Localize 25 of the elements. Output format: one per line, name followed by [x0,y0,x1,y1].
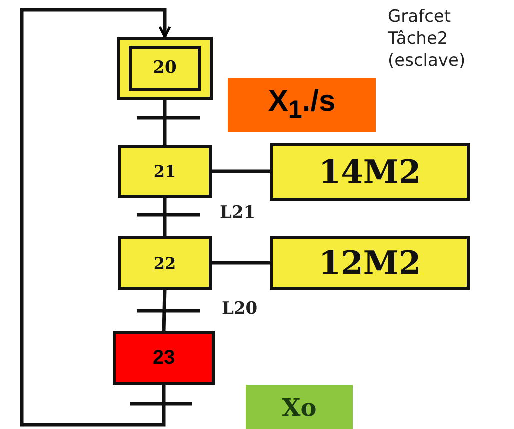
transition-label: L21 [220,203,256,223]
connector [212,170,270,174]
step-label: 20 [153,58,177,78]
step-label: 21 [154,162,176,181]
connector [20,8,172,427]
action-box [270,143,470,201]
title: Grafcet Tâche2 (esclave) [388,6,467,72]
step-box [118,236,212,290]
step-label: 12M2 [318,244,422,282]
action-box [270,236,470,290]
initial-step-box [117,37,213,100]
step-label: X$_{1}$./s [268,85,336,125]
connector [212,261,270,265]
connector [162,290,167,332]
step-label: 22 [154,254,176,272]
step-label: 14M2 [318,153,422,191]
receptivity-label [246,385,353,429]
connector [163,198,167,236]
step-box [118,145,212,198]
condition-label [228,78,376,132]
active-step-box [113,331,215,385]
step-label: 23 [152,346,176,370]
connector [163,100,167,145]
step-label: Xo [282,392,317,422]
transition-label: L20 [222,299,258,319]
